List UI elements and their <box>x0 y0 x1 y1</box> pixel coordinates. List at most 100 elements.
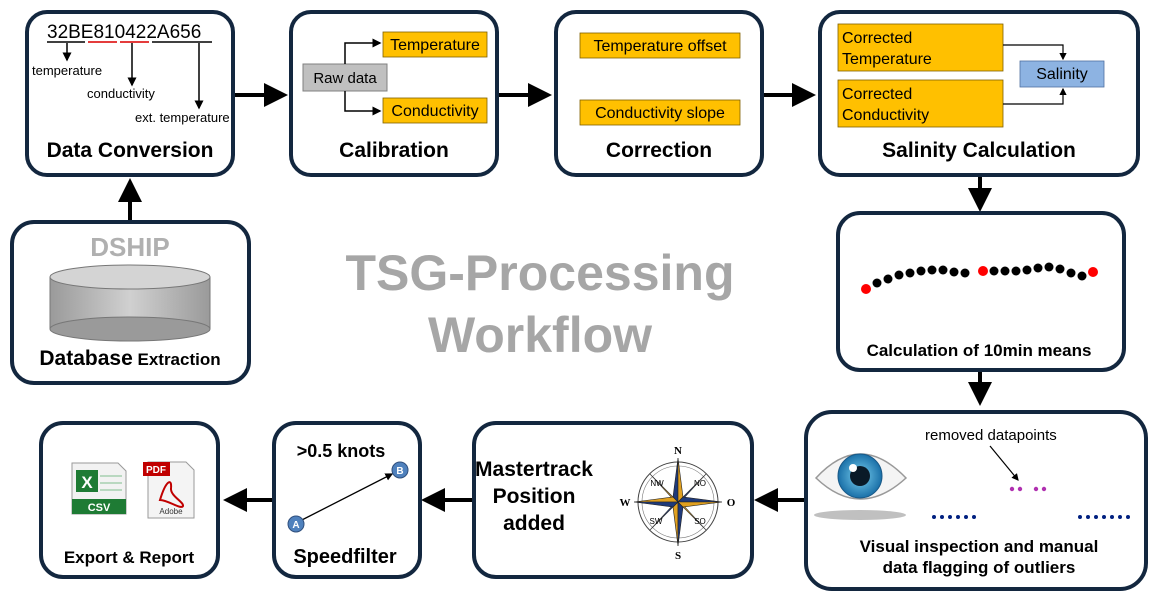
point-b: B <box>396 466 403 477</box>
data-conversion-title: Data Conversion <box>47 139 214 162</box>
corrected-temperature-line1: Corrected <box>842 30 912 47</box>
center-title: TSG-Processing Workflow <box>346 245 735 363</box>
compass-nw: NW <box>650 479 664 488</box>
speed-threshold: >0.5 knots <box>297 441 386 461</box>
label-ext-temperature: ext. temperature <box>135 110 230 125</box>
means-box: Calculation of 10min means <box>836 211 1126 372</box>
removed-point <box>1041 486 1047 492</box>
mastertrack-frame <box>472 421 754 579</box>
salinity-box <box>1019 60 1105 88</box>
salinity-calculation-box: Corrected Temperature Corrected Conducti… <box>818 10 1140 177</box>
database-icon <box>49 264 211 342</box>
conductivity-box <box>382 97 488 124</box>
corrected-temperature-line2: Temperature <box>842 51 932 68</box>
mean-point <box>905 268 915 278</box>
conductivity-label: Conductivity <box>391 103 478 120</box>
csv-file-icon: X CSV <box>71 462 127 515</box>
compass-s: S <box>675 550 681 562</box>
speedfilter-title: Speedfilter <box>293 546 397 568</box>
data-conversion-box: 32BE810422A656 temperature conductivity … <box>25 10 235 177</box>
mean-point <box>1011 266 1021 276</box>
compass-so: SO <box>694 517 706 526</box>
mean-point <box>1044 262 1054 272</box>
conductivity-slope-label: Conductivity slope <box>595 105 725 122</box>
mastertrack-line2: Position <box>493 485 576 508</box>
hex-code: 32BE810422A656 <box>47 22 201 43</box>
flow-arrows <box>118 83 992 512</box>
center-title-line2: Workflow <box>428 307 652 363</box>
mastertrack-line1: Mastertrack <box>475 458 593 481</box>
mean-point <box>927 265 937 275</box>
corrected-conductivity-line1: Corrected <box>842 86 912 103</box>
data-point <box>1094 515 1098 519</box>
calibration-box: Raw data Temperature Conductivity Calibr… <box>289 10 499 177</box>
data-point <box>1102 515 1106 519</box>
svg-text:X: X <box>81 473 93 492</box>
data-point <box>940 515 944 519</box>
compass-rose-icon: N S W O NW NO SW SO <box>620 445 736 562</box>
mean-point <box>938 265 948 275</box>
calibration-title: Calibration <box>339 139 449 162</box>
export-title: Export & Report <box>64 548 195 567</box>
means-title: Calculation of 10min means <box>867 341 1092 360</box>
export-box: X CSV PDF Adobe Export & Report <box>39 421 220 579</box>
raw-data-label: Raw data <box>313 70 377 87</box>
temperature-offset-label: Temperature offset <box>593 38 727 55</box>
database-extraction-box: DSHIP Database Extraction <box>10 220 251 385</box>
data-point <box>956 515 960 519</box>
mean-point <box>1077 271 1087 281</box>
inspection-dots <box>932 486 1130 519</box>
data-point <box>972 515 976 519</box>
removed-datapoints-label: removed datapoints <box>925 427 1057 444</box>
inspection-title-line1: Visual inspection and manual <box>860 537 1099 556</box>
mean-point <box>1088 267 1098 277</box>
dship-label: DSHIP <box>90 232 169 262</box>
temperature-label: Temperature <box>390 37 480 54</box>
salinity-label: Salinity <box>1036 66 1088 83</box>
compass-no: NO <box>694 479 706 488</box>
speedfilter-frame <box>272 421 422 579</box>
pdf-file-icon: PDF Adobe <box>143 461 195 519</box>
removed-point <box>1033 486 1039 492</box>
mean-point <box>872 278 882 288</box>
data-point <box>964 515 968 519</box>
salinity-calculation-title: Salinity Calculation <box>882 139 1076 162</box>
data-point <box>1118 515 1122 519</box>
database-extraction-title: Database Extraction <box>39 347 220 370</box>
center-title-line1: TSG-Processing <box>346 245 735 301</box>
correction-title: Correction <box>606 139 712 162</box>
compass-sw: SW <box>650 517 663 526</box>
data-point <box>932 515 936 519</box>
data-conversion-frame <box>25 10 235 177</box>
corrected-conductivity-box <box>837 79 1004 128</box>
mean-point <box>861 284 871 294</box>
mean-point <box>883 274 893 284</box>
means-frame <box>836 211 1126 372</box>
label-temperature: temperature <box>32 63 102 78</box>
mean-point <box>978 266 988 276</box>
mean-point <box>1066 268 1076 278</box>
visual-inspection-box: removed datapoints Visual inspection and… <box>804 410 1148 591</box>
adobe-label: Adobe <box>159 507 183 516</box>
compass-o: O <box>727 497 736 509</box>
mean-point <box>916 266 926 276</box>
mean-point <box>1000 266 1010 276</box>
data-point <box>1126 515 1130 519</box>
mastertrack-line3: added <box>503 512 565 535</box>
point-a: A <box>292 520 299 531</box>
temperature-offset-box <box>579 32 741 59</box>
mean-point <box>960 268 970 278</box>
data-point <box>1078 515 1082 519</box>
corrected-conductivity-line2: Conductivity <box>842 107 929 124</box>
label-conductivity: conductivity <box>87 86 155 101</box>
csv-label: CSV <box>88 502 111 514</box>
mastertrack-box: Mastertrack Position added N S W O NW N <box>472 421 754 579</box>
correction-box: Temperature offset Conductivity slope Co… <box>554 10 764 177</box>
mean-point <box>1055 264 1065 274</box>
mean-point <box>949 267 959 277</box>
data-point <box>1086 515 1090 519</box>
data-point <box>1110 515 1114 519</box>
mean-point <box>1022 265 1032 275</box>
compass-w: W <box>620 497 631 509</box>
